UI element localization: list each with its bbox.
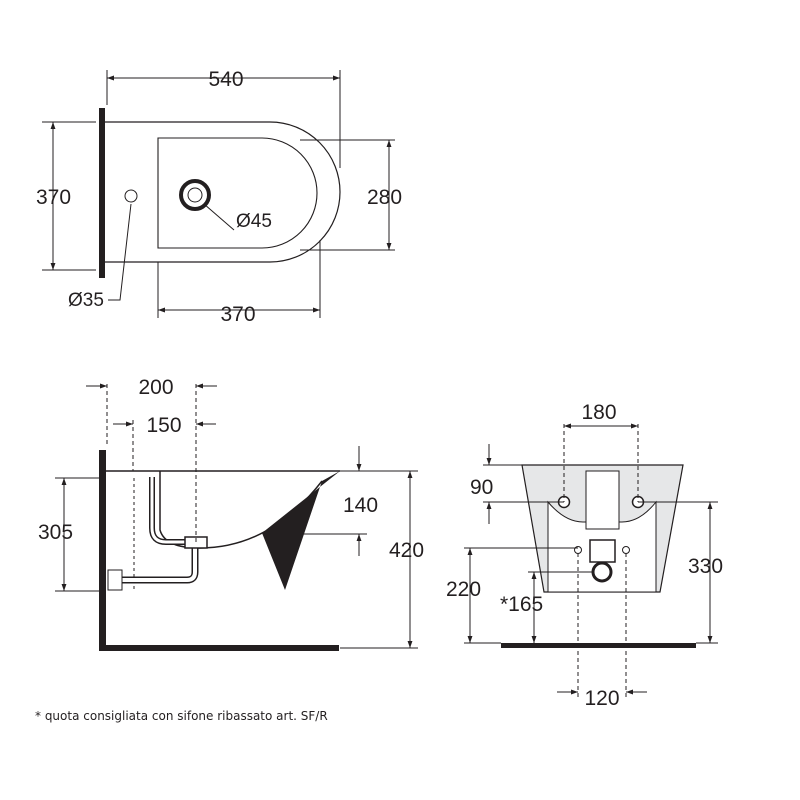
siphon-trap bbox=[120, 548, 199, 584]
side-view-floor bbox=[99, 645, 339, 651]
dim-label: 420 bbox=[389, 539, 424, 562]
dim-label: 305 bbox=[38, 521, 73, 544]
drain-hole-inner bbox=[187, 187, 203, 203]
rear-view-channel bbox=[585, 470, 620, 530]
top-view-bowl bbox=[157, 137, 318, 249]
dim-label: 140 bbox=[343, 494, 378, 517]
side-view-body bbox=[262, 471, 340, 590]
dim-label: 200 bbox=[138, 376, 173, 399]
siphon-body bbox=[184, 536, 208, 549]
dim-label: 150 bbox=[146, 414, 181, 437]
top-view: 540 370 280 370 Ø35 Ø45 bbox=[36, 68, 402, 326]
rear-view-drain-outlet bbox=[591, 561, 613, 583]
dim-label: 370 bbox=[220, 303, 255, 326]
top-view-wall bbox=[99, 108, 105, 278]
side-view: 200 150 305 140 420 bbox=[38, 376, 424, 651]
footnote: * quota consigliata con sifone ribassato… bbox=[35, 709, 328, 723]
dim-label: 370 bbox=[36, 186, 71, 209]
tap-hole bbox=[124, 189, 138, 203]
wall-outlet bbox=[107, 569, 123, 591]
dim-label: 330 bbox=[688, 555, 723, 578]
top-view-outline bbox=[105, 121, 341, 263]
dim-label: Ø35 bbox=[68, 290, 104, 311]
dim-label: Ø45 bbox=[236, 211, 272, 232]
dim-label: 220 bbox=[446, 578, 481, 601]
dim-label: *165 bbox=[500, 593, 543, 616]
dim-label: 540 bbox=[208, 68, 243, 91]
dim-label: 120 bbox=[584, 687, 619, 710]
drain-hole bbox=[179, 179, 211, 211]
outlet-bolt bbox=[622, 546, 630, 554]
dim-label: 180 bbox=[581, 401, 616, 424]
dim-label: 280 bbox=[367, 186, 402, 209]
rear-view: 180 90 330 220 *165 120 bbox=[446, 401, 723, 710]
siphon-pipe bbox=[149, 477, 192, 545]
rear-view-floor bbox=[501, 643, 696, 648]
rear-view-outlet-block bbox=[589, 539, 616, 563]
side-view-wall bbox=[99, 450, 106, 650]
dim-label: 90 bbox=[470, 476, 493, 499]
